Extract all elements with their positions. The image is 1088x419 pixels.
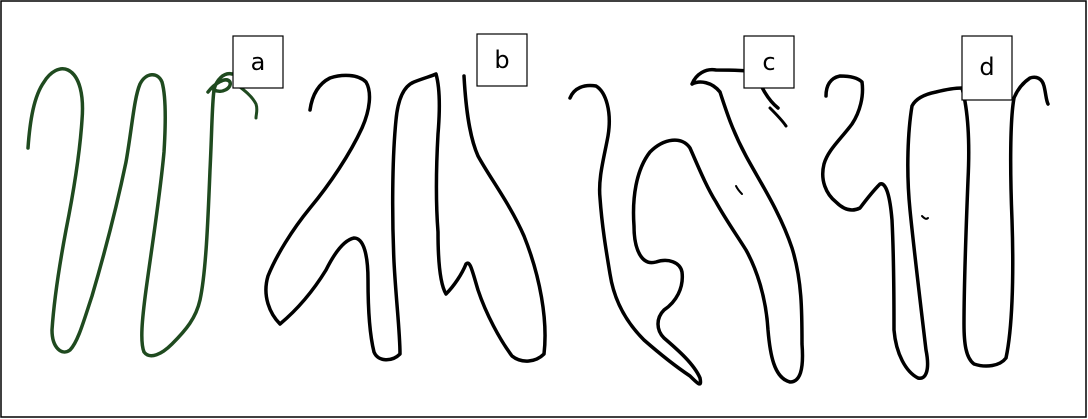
panel-d-shape bbox=[821, 74, 1050, 380]
label-b: b bbox=[476, 33, 528, 87]
panel-d-mark bbox=[921, 215, 929, 220]
panel-c-shape bbox=[568, 67, 805, 386]
panel-c-tail bbox=[768, 106, 788, 128]
panel-b bbox=[264, 72, 547, 363]
panel-b-shape-left bbox=[264, 72, 547, 363]
label-a: a bbox=[232, 35, 284, 89]
label-a-text: a bbox=[251, 48, 266, 76]
label-b-text: b bbox=[494, 46, 509, 74]
label-d-text: d bbox=[979, 53, 994, 81]
panel-c bbox=[568, 67, 805, 386]
label-d: d bbox=[961, 35, 1013, 101]
panel-a-tail bbox=[234, 82, 259, 120]
panel-a-shape bbox=[26, 67, 234, 358]
label-c-text: c bbox=[762, 48, 775, 76]
label-c: c bbox=[743, 35, 795, 89]
panel-a bbox=[26, 67, 259, 358]
panel-a-curl bbox=[206, 78, 232, 94]
panel-c-mark bbox=[735, 185, 743, 195]
panel-d bbox=[821, 74, 1050, 380]
